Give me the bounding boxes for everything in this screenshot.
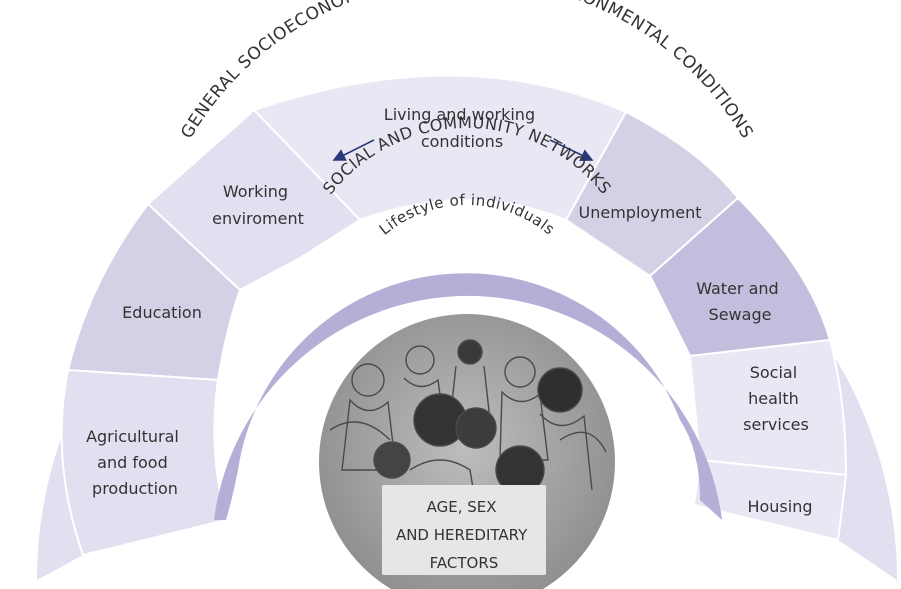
water-sewage-label: Water and Sewage xyxy=(696,279,784,324)
segment-education xyxy=(66,202,242,382)
core-factors-panel xyxy=(382,485,546,575)
crowd-sketch-icon xyxy=(329,339,607,531)
education-label: Education xyxy=(122,303,202,322)
segment-housing xyxy=(692,458,848,542)
arrow-right xyxy=(549,139,594,161)
segment-agricultural xyxy=(60,368,228,557)
segment-living-conditions-background xyxy=(252,74,628,222)
unemployment-label: Unemployment xyxy=(579,203,702,222)
core-factors-label: AGE, SEX AND HEREDITARY FACTORS xyxy=(396,498,532,572)
segment-ring xyxy=(60,74,848,557)
arrow-left xyxy=(332,139,375,161)
housing-label: Housing xyxy=(747,497,812,516)
social-health-label: Social health services xyxy=(743,363,809,434)
working-environment-label: Working enviroment xyxy=(212,182,304,228)
agricultural-label: Agricultural and food production xyxy=(86,427,184,498)
segment-water-sewage xyxy=(648,196,832,358)
living-conditions-label: Living and working conditions xyxy=(384,105,540,151)
core-circle xyxy=(319,314,615,589)
